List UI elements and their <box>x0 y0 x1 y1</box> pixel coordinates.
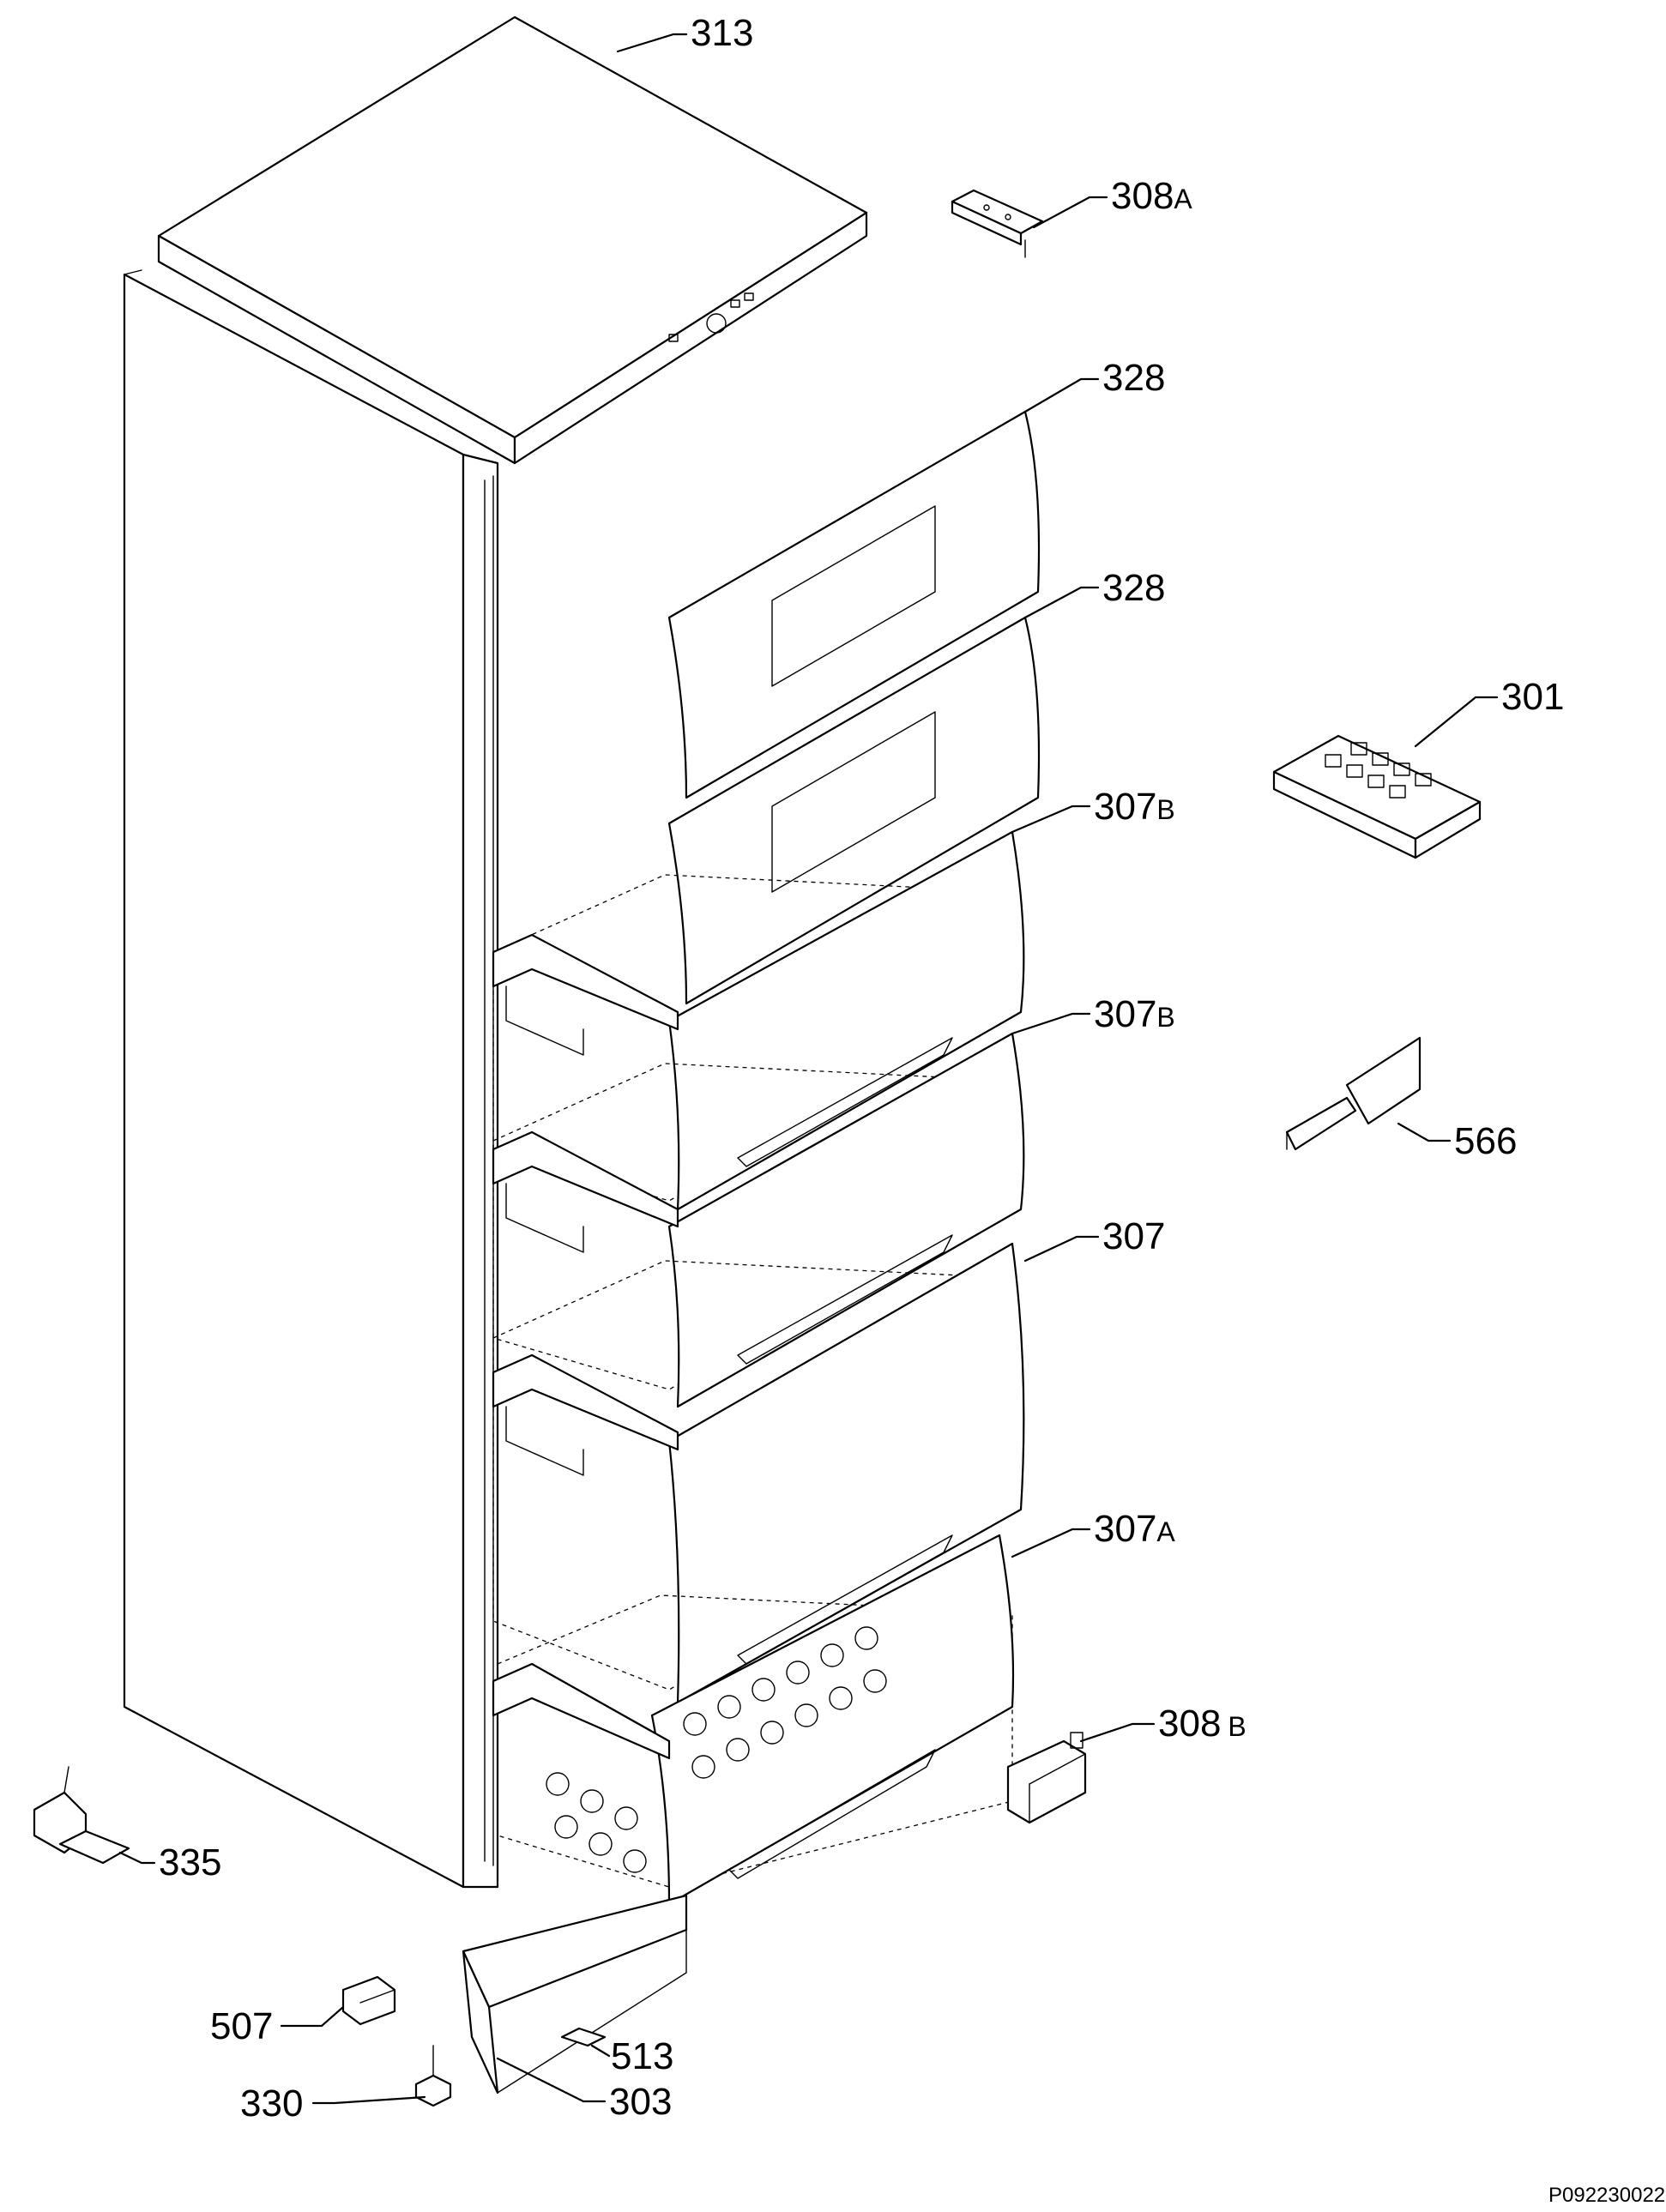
flap-328-middle <box>667 616 1041 1005</box>
top-cover-313 <box>157 15 868 465</box>
drawer-307b-middle <box>492 1032 1025 1408</box>
label-330: 330 <box>240 2082 303 2125</box>
label-566: 566 <box>1454 1120 1517 1162</box>
hinge-308b <box>1006 1732 1087 1824</box>
ice-tray-301 <box>1272 734 1482 859</box>
label-307a: 307A <box>1094 1508 1175 1550</box>
reference-code: P09223002266 <box>1548 2184 1666 2207</box>
drawer-307b-top <box>492 830 1025 1211</box>
ice-scraper-566 <box>1285 1036 1422 1151</box>
callout-labels: 313 308A 328 328 301 307B 307B 566 307 3… <box>159 12 1666 2207</box>
plinth-303 <box>462 1894 688 2094</box>
label-335: 335 <box>159 1841 221 1884</box>
label-308a: 308A <box>1111 175 1192 217</box>
label-513: 513 <box>611 2035 673 2077</box>
label-507: 507 <box>210 2005 273 2047</box>
hinge-308a <box>951 189 1044 258</box>
label-328-top: 328 <box>1102 357 1165 399</box>
label-328-middle: 328 <box>1102 567 1165 609</box>
label-313: 313 <box>691 12 753 54</box>
hinge-335 <box>33 1766 130 1865</box>
leader-lines <box>118 33 1499 2105</box>
drawer-307a <box>492 1534 1015 1906</box>
flap-328-top <box>667 410 1041 799</box>
clip-507 <box>341 1975 396 2026</box>
label-301: 301 <box>1501 676 1564 718</box>
drawer-307 <box>492 1242 1025 1704</box>
label-307b-top: 307B <box>1094 786 1175 828</box>
freezer-cabinet <box>123 269 499 1889</box>
tab-513 <box>560 2027 607 2047</box>
label-303: 303 <box>609 2081 672 2123</box>
label-307: 307 <box>1102 1215 1165 1257</box>
label-307b-middle: 307B <box>1094 993 1175 1035</box>
